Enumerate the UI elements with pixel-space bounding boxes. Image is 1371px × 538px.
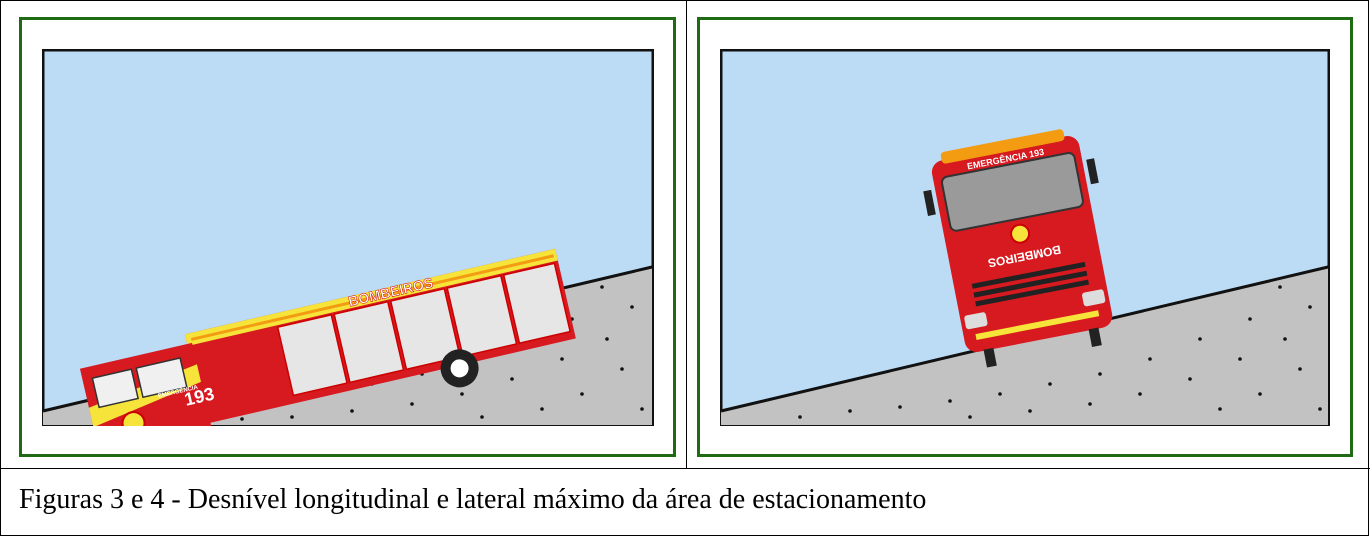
row-divider xyxy=(1,468,1370,469)
mirror-right xyxy=(1086,158,1099,185)
mirror-left xyxy=(923,189,936,216)
fire-truck-side: BOMBEIROS 193 EMERGÊNCIA xyxy=(79,248,576,426)
column-divider xyxy=(686,1,687,468)
light-bar xyxy=(940,129,1065,164)
figure-4-illustration: EMERGÊNCIA 193 BOMBEIROS xyxy=(720,49,1330,426)
fire-truck-front: EMERGÊNCIA 193 BOMBEIROS xyxy=(923,129,1113,368)
front-emblem xyxy=(1010,223,1031,244)
tire-right xyxy=(1088,327,1102,348)
headlight-right xyxy=(1082,289,1106,307)
figure-3-frame: BOMBEIROS 193 EMERGÊNCIA xyxy=(19,17,676,457)
figure-3-illustration: BOMBEIROS 193 EMERGÊNCIA xyxy=(42,49,654,426)
figure-4-frame: EMERGÊNCIA 193 BOMBEIROS xyxy=(697,17,1353,457)
figure-caption: Figuras 3 e 4 - Desnível longitudinal e … xyxy=(19,484,927,515)
slope-ground xyxy=(721,267,1328,425)
tire-left xyxy=(983,347,997,368)
ground-dots xyxy=(798,285,1322,419)
windshield xyxy=(940,152,1084,232)
headlight-left xyxy=(964,312,988,330)
emblem xyxy=(121,411,146,426)
